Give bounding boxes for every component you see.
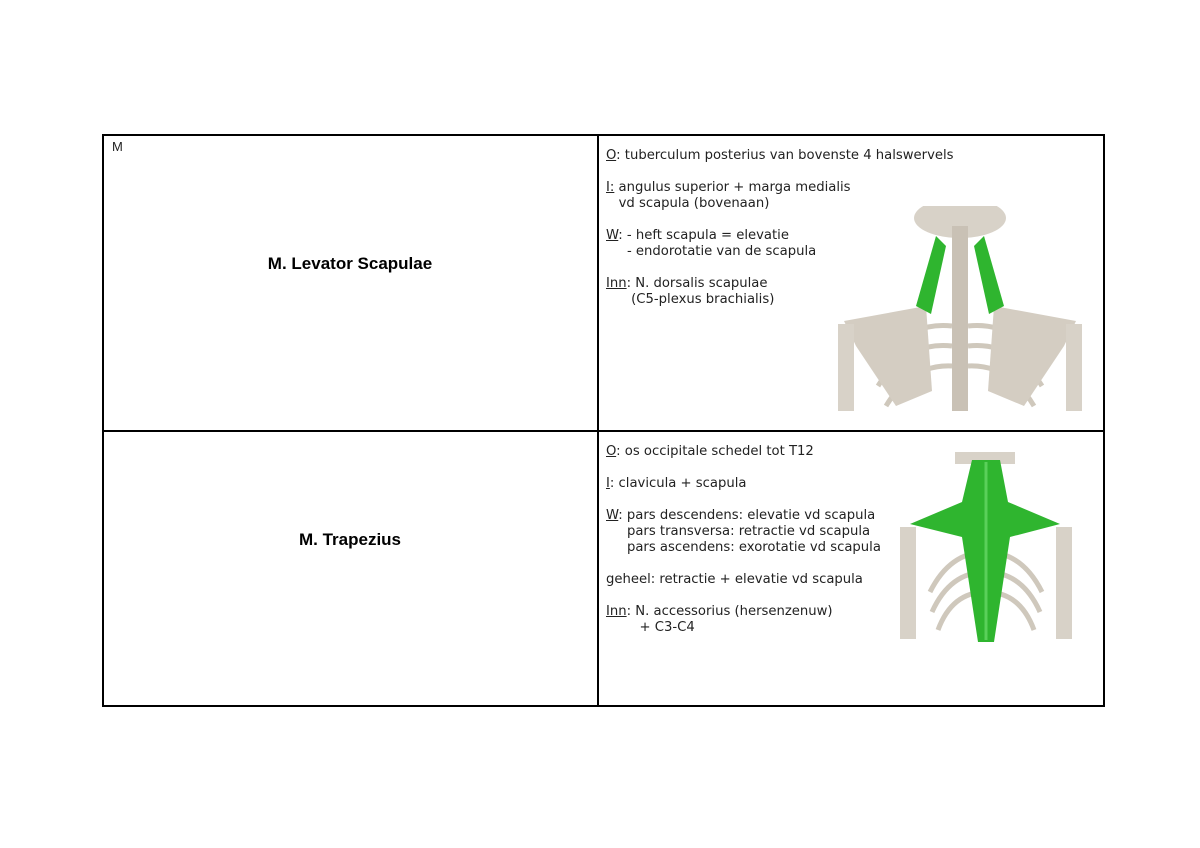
corner-label: M [112, 139, 123, 154]
origin-text: : tuberculum posterius van bovenste 4 ha… [616, 148, 954, 163]
function-text: pars transversa: retractie vd scapula [606, 524, 871, 539]
function-text: : - heft scapula = elevatie [618, 228, 789, 243]
levator-scapulae-illustration [836, 206, 1084, 411]
insertion-text: vd scapula (bovenaan) [606, 196, 770, 211]
function-text: : pars descendens: elevatie vd scapula [618, 508, 876, 523]
overall-function-text: geheel: retractie + elevatie vd scapula [606, 572, 863, 587]
origin-text: : os occipitale schedel tot T12 [616, 444, 814, 459]
insertion-text: : clavicula + scapula [609, 476, 747, 491]
muscle-name-levator-scapulae: M. Levator Scapulae [267, 254, 433, 273]
function-key: W [606, 508, 619, 523]
origin-key: O [606, 444, 617, 459]
trapezius-description: O: os occipitale schedel tot T12 I: clav… [606, 444, 1096, 684]
insertion-key: I [606, 476, 610, 491]
innervation-text: + C3-C4 [606, 620, 695, 635]
muscle-name-trapezius: M. Trapezius [298, 530, 402, 549]
innervation-key: Inn [606, 604, 627, 619]
muscle-table [102, 134, 1105, 707]
function-key: W [606, 228, 619, 243]
function-text: pars ascendens: exorotatie vd scapula [606, 540, 881, 555]
column-divider [597, 134, 599, 707]
function-text: - endorotatie van de scapula [606, 244, 817, 259]
innervation-text: : N. accessorius (hersenzenuw) [626, 604, 833, 619]
trapezius-illustration [900, 452, 1072, 642]
innervation-text: : N. dorsalis scapulae [626, 276, 768, 291]
origin-key: O [606, 148, 617, 163]
insertion-text: angulus superior + marga medialis [614, 180, 851, 195]
row-divider [102, 430, 1105, 432]
insertion-key: I: [606, 180, 615, 195]
innervation-key: Inn [606, 276, 627, 291]
innervation-text: (C5-plexus brachialis) [606, 292, 775, 307]
